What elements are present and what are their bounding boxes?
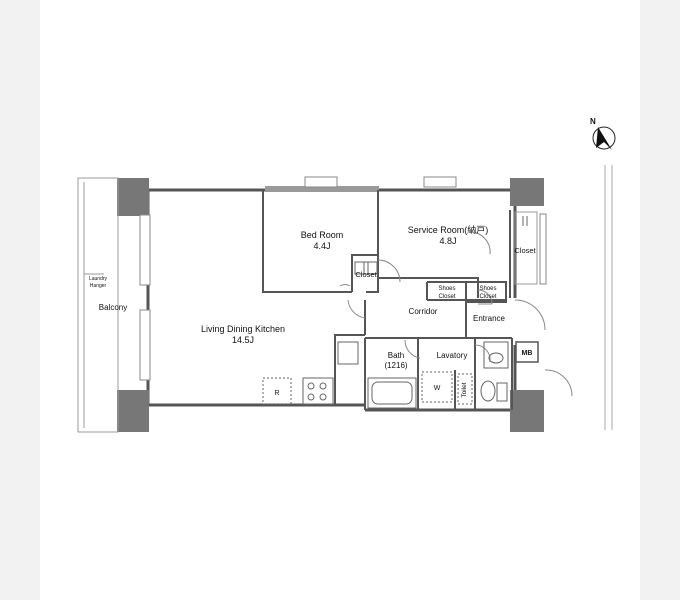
laundry-line2: Hanger bbox=[90, 283, 107, 289]
windows bbox=[139, 176, 547, 381]
balcony-label: Balcony bbox=[99, 303, 127, 312]
room-labels: Bed Room 4.4J Service Room(納戸) 4.8J Livi… bbox=[89, 224, 537, 398]
bath-size: (1216) bbox=[384, 361, 407, 370]
mb-label: MB bbox=[522, 350, 533, 357]
fridge-label: R bbox=[274, 390, 279, 397]
compass-arrow-icon bbox=[596, 127, 612, 150]
columns bbox=[117, 178, 544, 432]
service-room-name: Service Room(納戸) bbox=[408, 224, 489, 235]
shoes-closet-2-line1: Shoes bbox=[479, 286, 496, 292]
shoes-closet-1-line2: Closet bbox=[438, 294, 455, 300]
closet-service-label: Closet bbox=[514, 246, 536, 255]
laundry-line1: Laundry bbox=[89, 276, 108, 282]
compass-letter: N bbox=[590, 117, 596, 126]
shoes-closet-2-line2: Closet bbox=[479, 294, 496, 300]
bedroom-name: Bed Room bbox=[301, 230, 344, 240]
street-lines bbox=[604, 165, 613, 430]
toilet-label: Toilet bbox=[461, 382, 468, 397]
doors bbox=[339, 231, 573, 397]
entrance-label: Entrance bbox=[473, 314, 506, 323]
compass: N bbox=[590, 117, 616, 150]
ldk-name: Living Dining Kitchen bbox=[201, 324, 285, 334]
corridor-label: Corridor bbox=[409, 307, 438, 316]
shoes-closet-1-line1: Shoes bbox=[438, 286, 455, 292]
closet-bed-label: Closet bbox=[355, 270, 377, 279]
floorplan-page bbox=[40, 0, 640, 600]
bedroom-area: 4.4J bbox=[313, 241, 330, 251]
partitions bbox=[262, 190, 513, 410]
mb-box bbox=[515, 341, 539, 363]
washer-label: W bbox=[434, 385, 441, 392]
ldk-area: 14.5J bbox=[232, 335, 254, 345]
service-room-area: 4.8J bbox=[439, 236, 456, 246]
balcony-area bbox=[77, 177, 119, 433]
lavatory-label: Lavatory bbox=[437, 351, 468, 360]
bath-name: Bath bbox=[388, 351, 404, 360]
fixtures bbox=[262, 211, 538, 409]
